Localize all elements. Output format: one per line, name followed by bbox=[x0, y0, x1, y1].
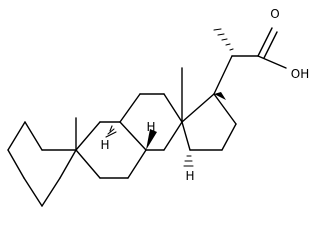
ring-b bbox=[75, 121, 147, 179]
h-8-label: H bbox=[146, 120, 155, 134]
stereo-h-9 bbox=[105, 125, 117, 138]
stereo-h-8 bbox=[146, 129, 157, 150]
ring-d bbox=[181, 93, 237, 151]
stereo-h-14 bbox=[183, 155, 194, 167]
hydroxyl-label: OH bbox=[291, 67, 309, 81]
structure-canvas: O OH H H H bbox=[7, 7, 309, 207]
h-9-label: H bbox=[100, 138, 109, 152]
oxygen-label: O bbox=[270, 7, 279, 21]
side-chain bbox=[213, 27, 287, 95]
ring-a bbox=[7, 121, 77, 207]
h-14-label: H bbox=[185, 169, 194, 183]
structure-drawing: O OH H H H bbox=[7, 7, 309, 207]
ring-c bbox=[119, 93, 183, 151]
stereo-h-17 bbox=[214, 92, 226, 100]
